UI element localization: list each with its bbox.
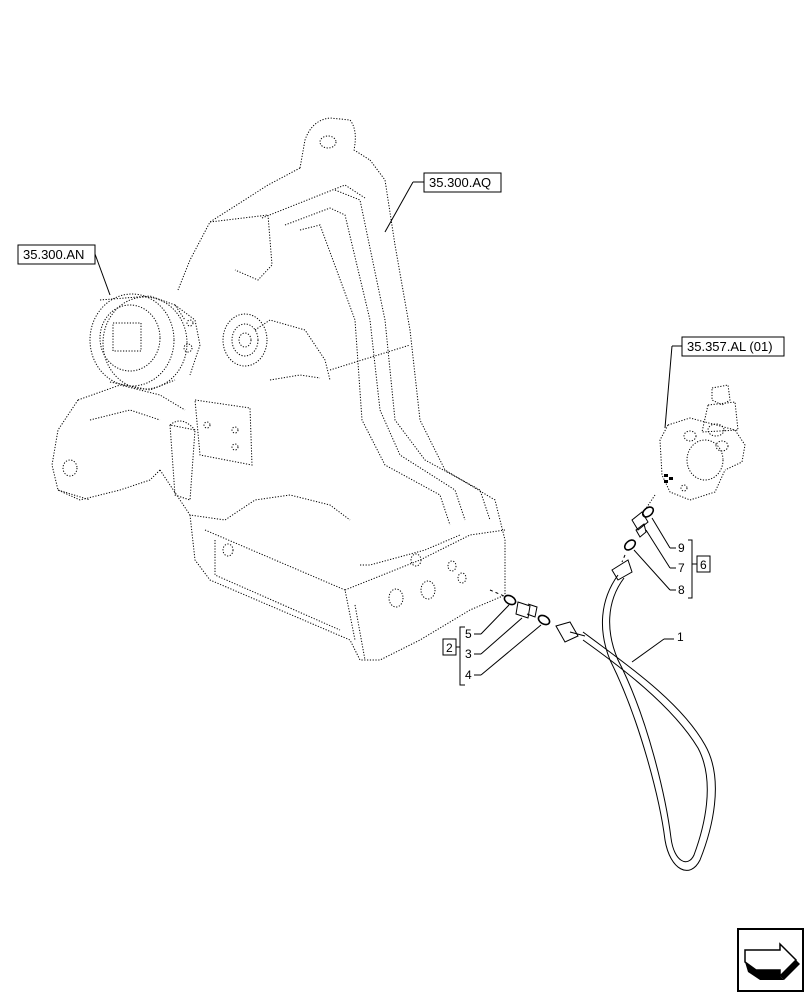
part-number-4: 4 [465, 668, 472, 682]
part-number-8: 8 [678, 583, 685, 597]
part-number-3: 3 [465, 647, 472, 661]
reference-al[interactable]: 35.357.AL (01) [681, 336, 785, 357]
reference-an[interactable]: 35.300.AN [17, 244, 96, 265]
part-number-5: 5 [465, 627, 472, 641]
hydraulic-hose [555, 559, 716, 871]
part-number-6: 6 [700, 558, 707, 572]
part-group-6-box [696, 555, 711, 573]
reference-aq-label: 35.300.AQ [429, 175, 491, 190]
part-number-2: 2 [446, 641, 453, 655]
part-number-9: 9 [678, 541, 685, 555]
reference-aq[interactable]: 35.300.AQ [423, 172, 502, 193]
reference-an-label: 35.300.AN [23, 247, 84, 262]
motor-assembly [89, 293, 201, 391]
reference-al-label: 35.357.AL (01) [687, 339, 773, 354]
main-housing [51, 117, 506, 661]
valve-assembly [644, 384, 746, 511]
part-number-7: 7 [678, 561, 685, 575]
part-number-1: 1 [677, 630, 684, 644]
part-group-2-box [442, 638, 457, 656]
next-page-arrow-icon[interactable] [737, 928, 804, 992]
fittings [489, 506, 655, 626]
